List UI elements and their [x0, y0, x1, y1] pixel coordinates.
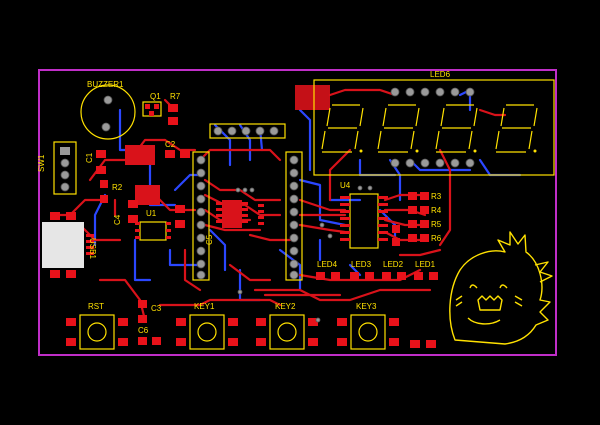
- c4-label: C4: [113, 214, 122, 225]
- buzzer: BUZZER1: [80, 80, 136, 140]
- key2-button: KEY2: [256, 302, 318, 350]
- q1-label: Q1: [150, 92, 161, 101]
- resistor-array: R3 R4 R5 R6: [392, 192, 442, 246]
- c5-label: C5: [205, 234, 214, 245]
- usb1-label: USB1: [88, 238, 97, 259]
- buzzer-label: BUZZER1: [87, 80, 124, 89]
- u4-chip: U4: [340, 181, 388, 249]
- r6-label: R6: [431, 234, 442, 243]
- sw1-switch: SW1: [37, 141, 77, 195]
- r7-label: R7: [170, 92, 181, 101]
- led6-display: LED6: [313, 70, 555, 176]
- vias: [235, 185, 373, 323]
- smd-chip-center: [216, 200, 264, 228]
- sw1-label: SW1: [37, 154, 46, 172]
- r3-label: R3: [431, 192, 442, 201]
- board-outline: [38, 69, 557, 356]
- r2-label: R2: [112, 183, 123, 192]
- rst-label: RST: [88, 302, 104, 311]
- key2-label: KEY2: [275, 302, 296, 311]
- u1-label: U1: [146, 209, 157, 218]
- c1-label: C1: [85, 152, 94, 163]
- q1-r7: Q1 R7: [142, 92, 181, 125]
- r5-label: R5: [431, 220, 442, 229]
- led6-label: LED6: [430, 70, 451, 79]
- bottom-right-pads: [410, 340, 436, 348]
- led6-outline: [313, 79, 555, 176]
- u4-label: U4: [340, 181, 351, 190]
- copper-pours: [125, 85, 330, 205]
- usb1-connector: USB1: [42, 212, 97, 278]
- key3-label: KEY3: [356, 302, 377, 311]
- c6-label: C6: [138, 326, 149, 335]
- led6-pins: [390, 87, 475, 168]
- status-leds: LED4 LED3 LED2 LED1: [316, 260, 438, 280]
- c3-label: C3: [151, 304, 162, 313]
- led4-label: LED4: [317, 260, 338, 269]
- key3-button: KEY3: [337, 302, 399, 350]
- key1-label: KEY1: [194, 302, 215, 311]
- led3-label: LED3: [351, 260, 372, 269]
- led2-label: LED2: [383, 260, 404, 269]
- r4-label: R4: [431, 206, 442, 215]
- dinosaur-mascot-icon: [449, 231, 553, 345]
- led1-label: LED1: [415, 260, 436, 269]
- power-section: C1 C2 R2 C4 U1: [85, 140, 190, 241]
- c2-label: C2: [165, 140, 176, 149]
- c3-c6: C3 C6: [138, 300, 162, 345]
- programming-header: [209, 123, 286, 139]
- key1-button: KEY1: [176, 302, 238, 350]
- dip-socket-left: C5: [192, 151, 214, 281]
- reset-button: RST: [66, 302, 128, 350]
- dip-socket-right: [285, 151, 303, 281]
